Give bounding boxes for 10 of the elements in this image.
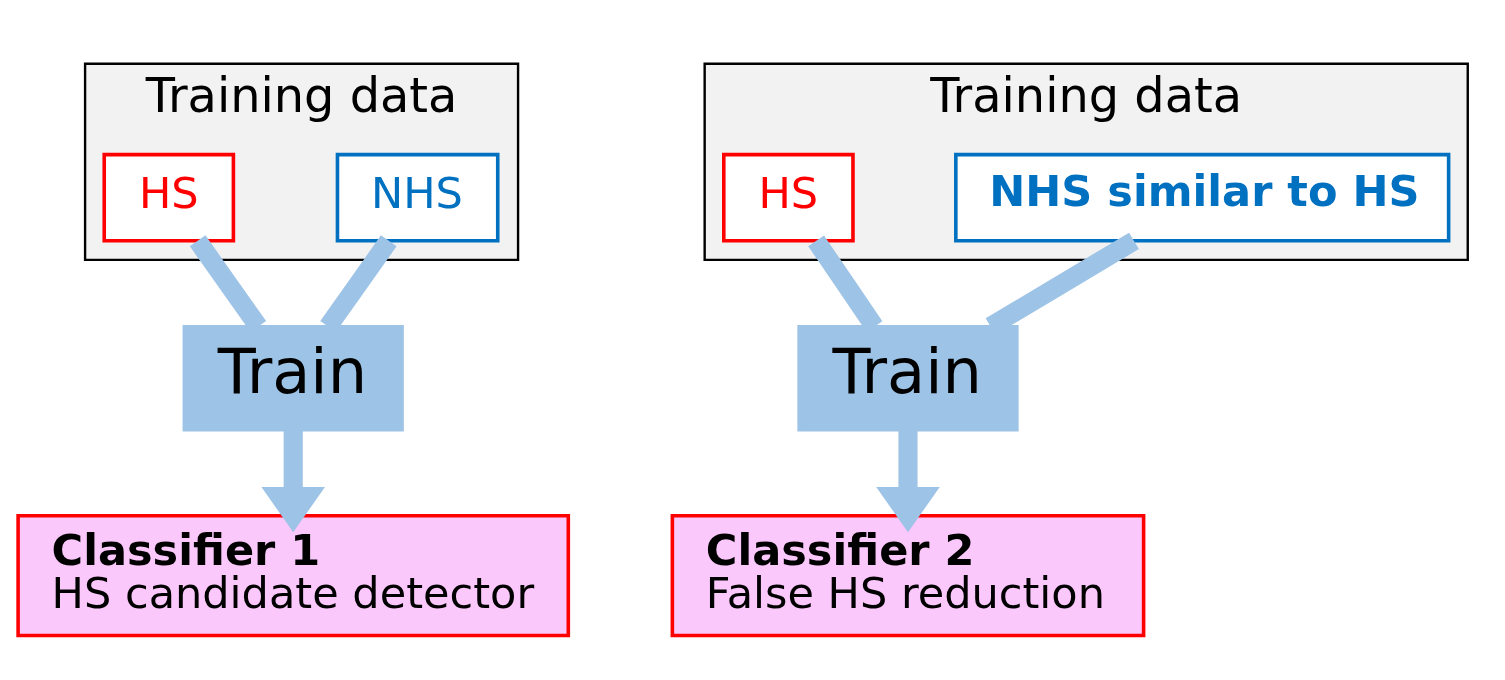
node-box: NHS similar to HS [954,152,1451,243]
arrow [261,430,325,533]
node-box: Classifier 2 False HS reduction [670,514,1146,638]
node-box: NHS [335,152,500,243]
node-box: HS [102,152,236,243]
node-box: Classifier 1 HS candidate detector [16,514,571,638]
arrow [876,430,940,533]
node-box: Train [182,325,404,432]
node-box: Train [797,325,1019,432]
node-box: HS [722,152,855,243]
